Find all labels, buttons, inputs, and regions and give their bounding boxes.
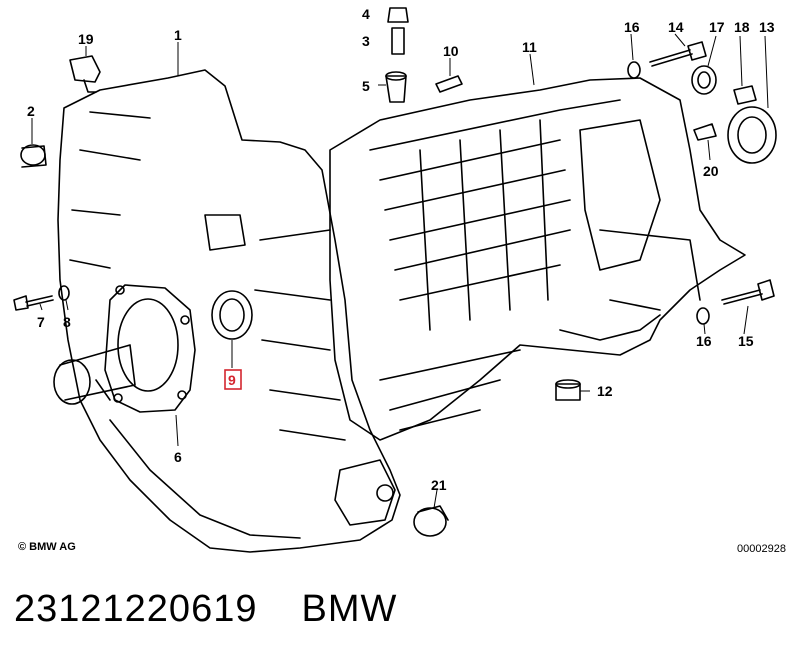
part-21-plug bbox=[413, 505, 449, 537]
part-19-sensor bbox=[69, 55, 101, 93]
part-13-seal bbox=[727, 106, 777, 164]
callout-12: 12 bbox=[597, 383, 613, 399]
document-number: 00002928 bbox=[737, 543, 786, 555]
callout-21: 21 bbox=[431, 477, 447, 493]
part-8-washer bbox=[58, 285, 70, 301]
callout-9-highlight: 9 bbox=[224, 369, 242, 390]
callout-15: 15 bbox=[738, 333, 754, 349]
callout-13: 13 bbox=[759, 19, 775, 35]
part-18-sensor bbox=[733, 85, 757, 105]
part-10-pin bbox=[435, 75, 463, 93]
part-7-bolt bbox=[13, 295, 54, 311]
brand-name: BMW bbox=[301, 588, 398, 630]
bell-housing bbox=[57, 69, 401, 553]
callout-2: 2 bbox=[27, 103, 35, 119]
callout-5: 5 bbox=[362, 78, 370, 94]
copyright-label: © BMW AG bbox=[18, 541, 76, 553]
callout-16a: 16 bbox=[624, 19, 640, 35]
callout-16b: 16 bbox=[696, 333, 712, 349]
transmission-exploded-diagram: 1 2 19 4 3 5 10 11 16 14 17 18 13 20 7 8… bbox=[13, 6, 777, 553]
part-14-bolt bbox=[649, 41, 707, 67]
part-17-ring bbox=[691, 65, 717, 95]
callout-14: 14 bbox=[668, 19, 684, 35]
callout-17: 17 bbox=[709, 19, 725, 35]
callout-10: 10 bbox=[443, 43, 459, 59]
callout-3: 3 bbox=[362, 33, 370, 49]
callout-1: 1 bbox=[174, 27, 182, 43]
part-6-bearing-cover bbox=[53, 284, 196, 413]
callout-11: 11 bbox=[522, 39, 537, 55]
part-2-plug bbox=[20, 144, 47, 168]
callout-6: 6 bbox=[174, 449, 182, 465]
part-12-plug bbox=[555, 379, 581, 401]
part-16-washer-lower bbox=[696, 307, 710, 325]
callout-18: 18 bbox=[734, 19, 750, 35]
callout-19: 19 bbox=[78, 31, 94, 47]
gear-case bbox=[329, 77, 746, 441]
part-4-cap bbox=[387, 7, 409, 23]
svg-text:9: 9 bbox=[228, 372, 236, 388]
part-number: 23121220619 bbox=[14, 588, 258, 630]
callout-8: 8 bbox=[63, 314, 71, 330]
callout-20: 20 bbox=[703, 163, 719, 179]
callout-7: 7 bbox=[37, 314, 45, 330]
part-5-plunger bbox=[385, 71, 407, 103]
part-9-seal bbox=[211, 290, 253, 340]
part-16-washer-upper bbox=[627, 61, 641, 79]
part-15-bolt bbox=[721, 279, 775, 305]
part-caption: 23121220619 BMW bbox=[14, 588, 397, 631]
part-3-sleeve bbox=[391, 27, 405, 55]
callout-4: 4 bbox=[362, 6, 370, 22]
part-20-bolt bbox=[693, 123, 717, 141]
